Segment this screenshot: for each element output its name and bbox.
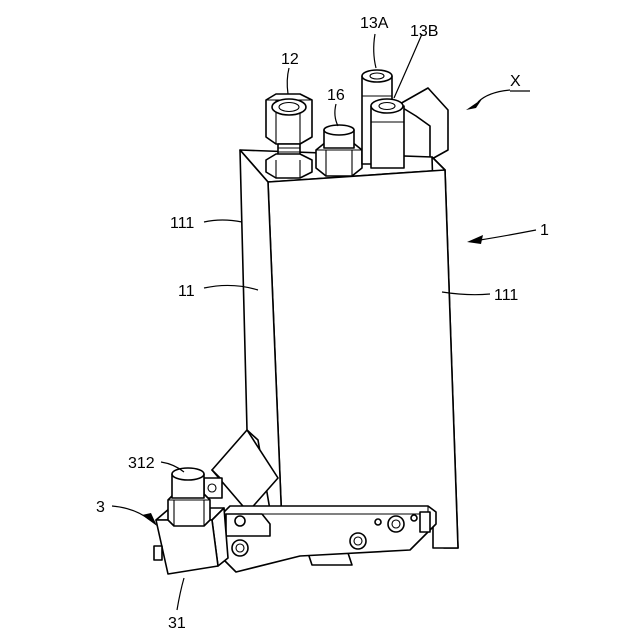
label-312: 312 — [128, 455, 155, 472]
label-3: 3 — [96, 499, 105, 516]
label-16: 16 — [327, 87, 345, 104]
label-111-top: 111 — [170, 215, 194, 232]
label-1: 1 — [540, 222, 549, 239]
fitting-312 — [168, 468, 210, 526]
label-111-right: 111 — [494, 287, 518, 304]
label-13B: 13B — [410, 23, 438, 40]
label-X: X — [510, 73, 521, 90]
label-11: 11 — [178, 283, 195, 300]
fitting-12 — [266, 94, 312, 178]
label-12: 12 — [281, 51, 299, 68]
label-13A: 13A — [360, 15, 389, 32]
label-31: 31 — [168, 615, 186, 632]
fitting-16 — [316, 125, 362, 176]
tube-13B — [371, 99, 404, 168]
